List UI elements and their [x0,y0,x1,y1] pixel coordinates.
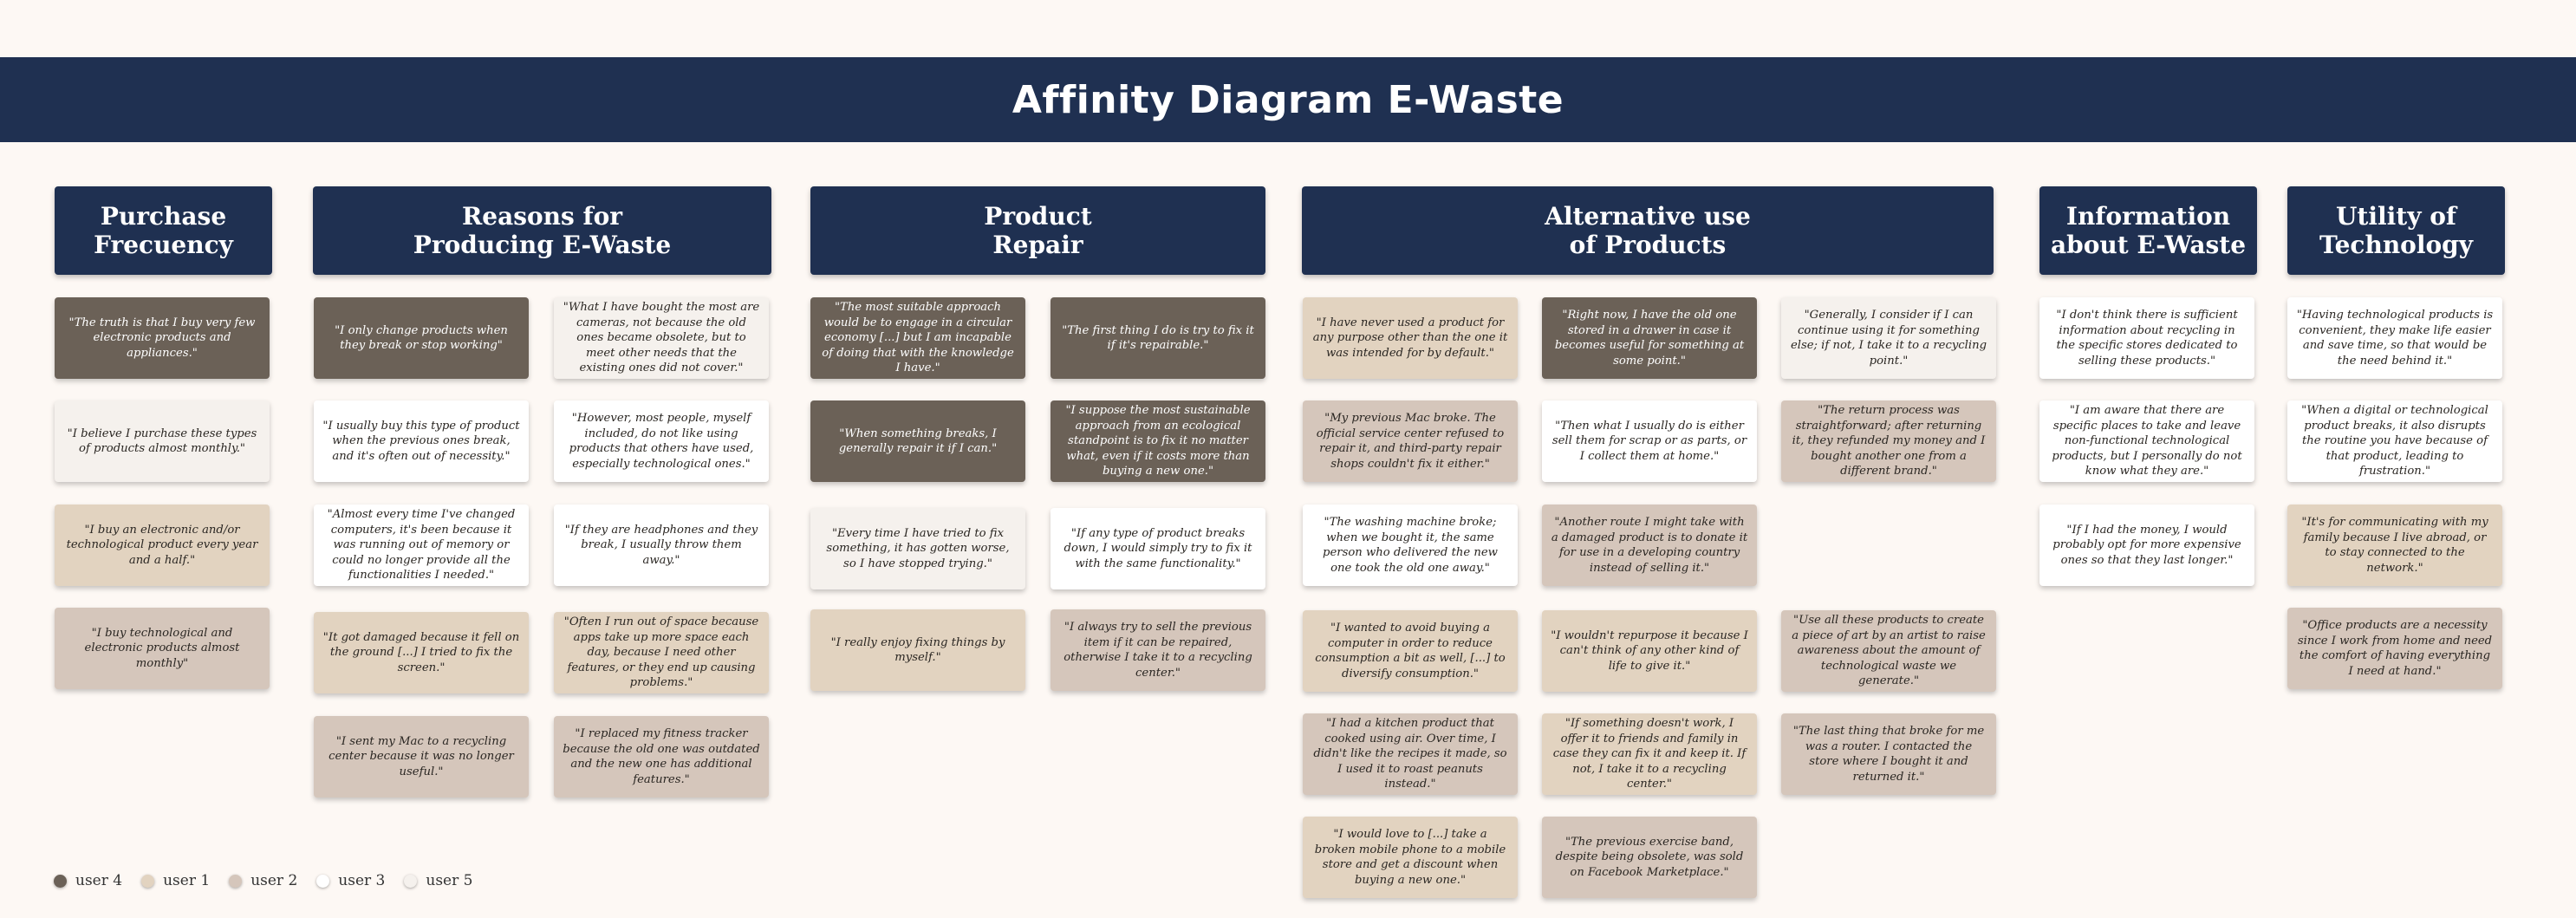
sticky-note: "I buy technological and electronic prod… [55,608,270,689]
sticky-note: "Then what I usually do is either sell t… [1542,400,1757,482]
legend-label: user 1 [163,872,211,889]
category-header-reasons: Reasons for Producing E-Waste [313,186,771,275]
sticky-note: "The washing machine broke; when we boug… [1303,505,1518,586]
title-banner: Affinity Diagram E-Waste [0,57,2576,142]
sticky-note: "The last thing that broke for me was a … [1781,713,1996,795]
legend-label: user 4 [75,872,123,889]
sticky-note: "Another route I might take with a damag… [1542,505,1757,586]
sticky-note: "Often I run out of space because apps t… [554,612,769,693]
sticky-note: "The first thing I do is try to fix it i… [1051,297,1265,379]
legend-swatch [141,874,155,888]
category-header-repair: Product Repair [810,186,1265,275]
legend-item-user2: user 2 [229,872,297,889]
sticky-note: "I wouldn't repurpose it because I can't… [1542,610,1757,692]
sticky-note: "However, most people, myself included, … [554,400,769,482]
legend-swatch [316,874,330,888]
sticky-note: "The truth is that I buy very few electr… [55,297,270,379]
legend-item-user4: user 4 [54,872,122,889]
sticky-note: "Use all these products to create a piec… [1781,610,1996,692]
sticky-note: "Almost every time I've changed computer… [314,505,529,586]
sticky-note: "I usually buy this type of product when… [314,400,529,482]
sticky-note: "If they are headphones and they break, … [554,505,769,586]
sticky-note: "What I have bought the most are cameras… [554,297,769,379]
sticky-note: "I wanted to avoid buying a computer in … [1303,610,1518,692]
sticky-note: "Having technological products is conven… [2287,297,2502,379]
sticky-note: "If I had the money, I would probably op… [2039,505,2254,586]
sticky-note: "I would love to [...] take a broken mob… [1303,817,1518,898]
category-header-utility: Utility of Technology [2287,186,2505,275]
sticky-note: "My previous Mac broke. The official ser… [1303,400,1518,482]
sticky-note: "I replaced my fitness tracker because t… [554,716,769,798]
legend-label: user 3 [338,872,386,889]
sticky-note: "I always try to sell the previous item … [1051,609,1265,691]
legend-swatch [404,874,418,888]
sticky-note: "I have never used a product for any pur… [1303,297,1518,379]
sticky-note: "I am aware that there are specific plac… [2039,400,2254,482]
sticky-note: "I buy an electronic and/or technologica… [55,505,270,586]
sticky-note: "Office products are a necessity since I… [2287,608,2502,689]
sticky-note: "I sent my Mac to a recycling center bec… [314,716,529,798]
legend-item-user5: user 5 [404,872,472,889]
legend-swatch [229,874,243,888]
sticky-note: "I really enjoy fixing things by myself.… [810,609,1025,691]
sticky-note: "When something breaks, I generally repa… [810,400,1025,482]
category-header-purchase: Purchase Frecuency [55,186,272,275]
sticky-note: "I don't think there is sufficient infor… [2039,297,2254,379]
sticky-note: "If something doesn't work, I offer it t… [1542,713,1757,795]
legend-label: user 2 [250,872,298,889]
sticky-note: "I suppose the most sustainable approach… [1051,400,1265,482]
category-header-alternative: Alternative use of Products [1302,186,1994,275]
sticky-note: "I had a kitchen product that cooked usi… [1303,713,1518,795]
legend-swatch [54,874,67,888]
sticky-note: "The previous exercise band, despite bei… [1542,817,1757,898]
sticky-note: "If any type of product breaks down, I w… [1051,508,1265,589]
sticky-note: "Generally, I consider if I can continue… [1781,297,1996,379]
sticky-note: "When a digital or technological product… [2287,400,2502,482]
sticky-note: "The most suitable approach would be to … [810,297,1025,379]
sticky-note: "The return process was straightforward;… [1781,400,1996,482]
legend-item-user1: user 1 [141,872,210,889]
sticky-note: "It's for communicating with my family b… [2287,505,2502,586]
user-legend: user 4 user 1 user 2 user 3 user 5 [54,872,472,889]
legend-label: user 5 [426,872,473,889]
page-title: Affinity Diagram E-Waste [1012,77,1564,122]
sticky-note: "I believe I purchase these types of pro… [55,400,270,482]
sticky-note: "It got damaged because it fell on the g… [314,612,529,693]
legend-item-user3: user 3 [316,872,385,889]
sticky-note: "I only change products when they break … [314,297,529,379]
sticky-note: "Right now, I have the old one stored in… [1542,297,1757,379]
sticky-note: "Every time I have tried to fix somethin… [810,508,1025,589]
category-header-information: Information about E-Waste [2039,186,2257,275]
